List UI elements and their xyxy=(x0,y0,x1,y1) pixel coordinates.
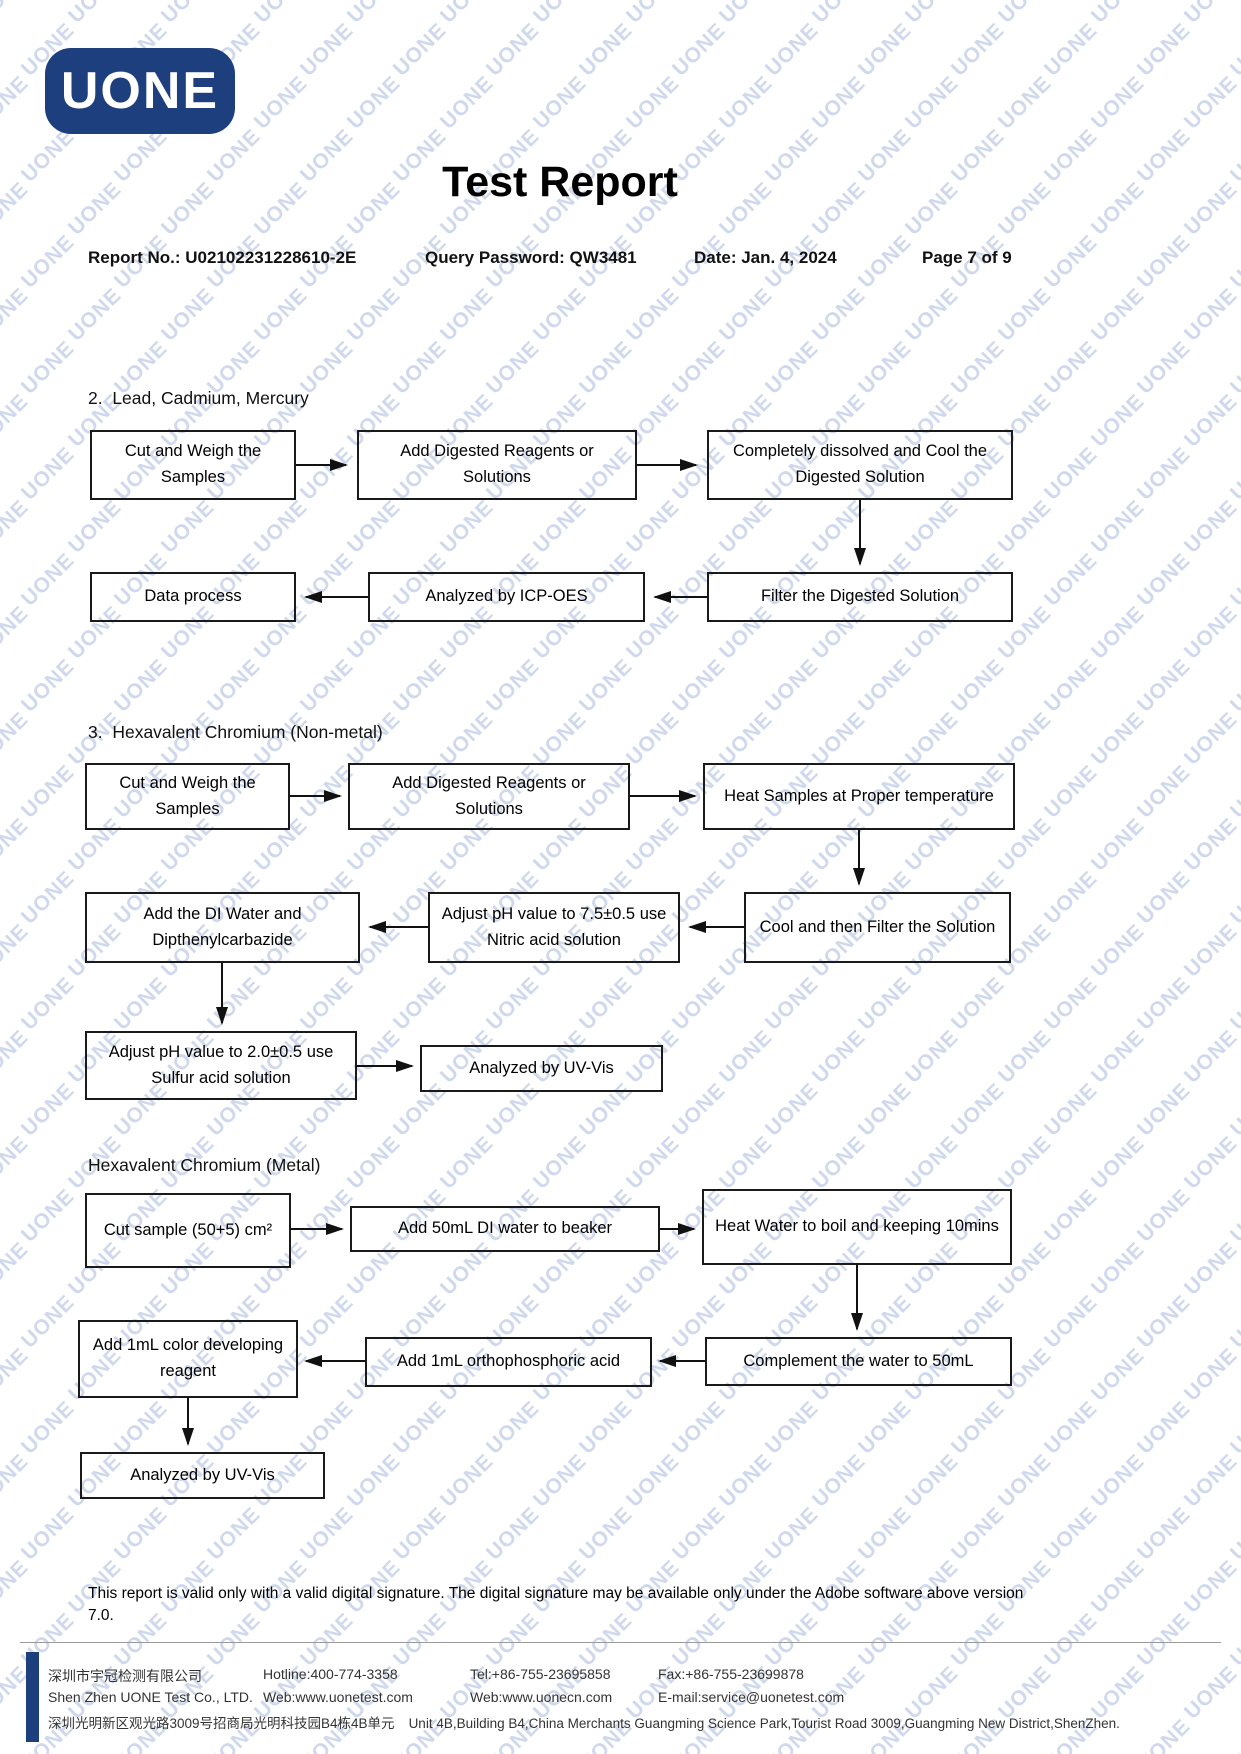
company-name-en: Shen Zhen UONE Test Co., LTD. xyxy=(48,1689,253,1705)
hotline: Hotline:400-774-3358 xyxy=(263,1666,398,1682)
flow-step: Completely dissolved and Cool the Digest… xyxy=(707,430,1013,500)
uone-logo: UONE xyxy=(45,48,235,134)
signature-disclaimer: This report is valid only with a valid d… xyxy=(88,1585,1024,1625)
section-3-heading: 3. Hexavalent Chromium (Non-metal) xyxy=(88,722,383,742)
flow-step: Heat Samples at Proper temperature xyxy=(703,763,1015,830)
company-name-cn: 深圳市宇冠检测有限公司 xyxy=(48,1668,202,1684)
flow-step: Data process xyxy=(90,572,296,622)
flow-step: Add the DI Water and Dipthenylcarbazide xyxy=(85,892,360,963)
website-2: Web:www.uonecn.com xyxy=(470,1689,613,1705)
address-cn: 深圳光明新区观光路3009号招商局光明科技园B4栋4B单元 xyxy=(48,1716,395,1731)
flow-step: Analyzed by ICP-OES xyxy=(368,572,645,622)
report-number: Report No.: U02102231228610-2E xyxy=(88,248,357,267)
telephone: Tel:+86-755-23695858 xyxy=(470,1666,611,1682)
website-1: Web:www.uonetest.com xyxy=(263,1689,413,1705)
flow-step: Adjust pH value to 7.5±0.5 use Nitric ac… xyxy=(428,892,680,963)
flow-step: Cut and Weigh the Samples xyxy=(85,763,290,830)
flow-step: Heat Water to boil and keeping 10mins xyxy=(702,1189,1012,1265)
flow-step: Analyzed by UV-Vis xyxy=(80,1452,325,1499)
flow-step: Add 1mL color developing reagent xyxy=(78,1320,298,1398)
flow-step: Cool and then Filter the Solution xyxy=(744,892,1011,963)
fax: Fax:+86-755-23699878 xyxy=(658,1666,804,1682)
section-2-heading: 2. Lead, Cadmium, Mercury xyxy=(88,388,309,408)
flow-step: Add 50mL DI water to beaker xyxy=(350,1206,660,1252)
page-title: Test Report xyxy=(442,158,678,206)
address-en: Unit 4B,Building B4,China Merchants Guan… xyxy=(408,1716,1120,1731)
page-number: Page 7 of 9 xyxy=(922,248,1012,267)
address-line: 深圳光明新区观光路3009号招商局光明科技园B4栋4B单元 Unit 4B,Bui… xyxy=(48,1712,1120,1732)
flow-step: Cut sample (50+5) cm² xyxy=(85,1193,291,1268)
email: E-mail:service@uonetest.com xyxy=(658,1689,845,1705)
query-password: Query Password: QW3481 xyxy=(425,248,637,267)
flow-step: Analyzed by UV-Vis xyxy=(420,1045,663,1092)
uone-logo-text: UONE xyxy=(60,62,220,120)
flow-step: Complement the water to 50mL xyxy=(705,1337,1012,1386)
flow-step: Add Digested Reagents or Solutions xyxy=(348,763,630,830)
section-metal-heading: Hexavalent Chromium (Metal) xyxy=(88,1155,321,1175)
footer-accent-bar xyxy=(26,1652,39,1742)
report-date: Date: Jan. 4, 2024 xyxy=(694,248,837,267)
footer-divider xyxy=(20,1642,1221,1643)
flow-step: Cut and Weigh the Samples xyxy=(90,430,296,500)
flow-step: Add Digested Reagents or Solutions xyxy=(357,430,637,500)
flow-step: Adjust pH value to 2.0±0.5 use Sulfur ac… xyxy=(85,1031,357,1100)
flow-step: Filter the Digested Solution xyxy=(707,572,1013,622)
flow-step: Add 1mL orthophosphoric acid xyxy=(365,1337,652,1387)
